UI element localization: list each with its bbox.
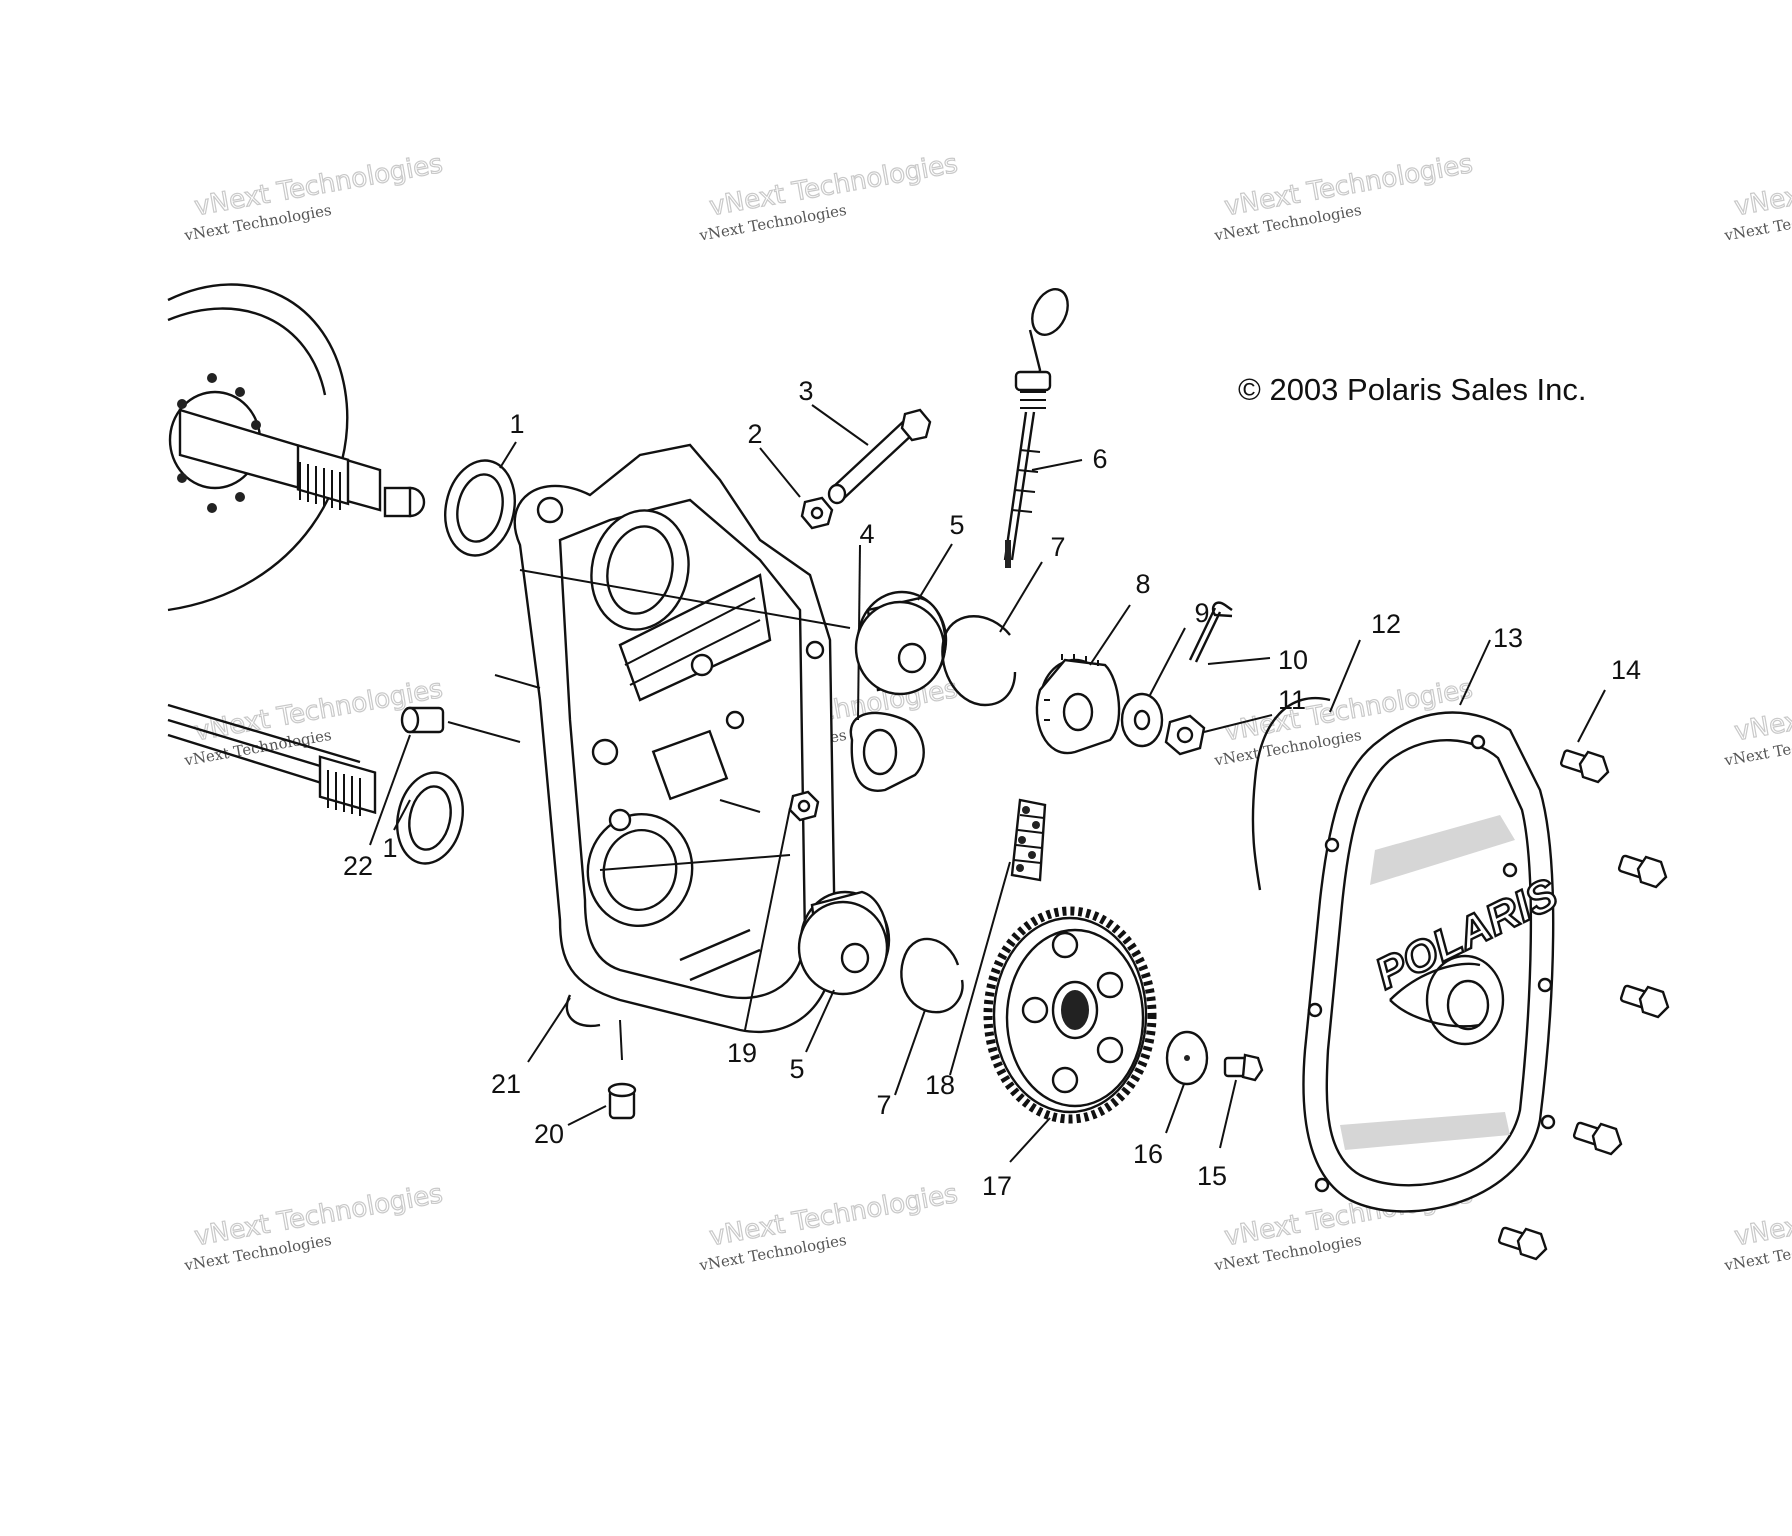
callout-5-lower: 5	[789, 1054, 804, 1084]
part-7-snap-ring-upper	[941, 561, 1043, 707]
callout-1-upper: 1	[509, 409, 524, 439]
callout-4: 4	[859, 519, 874, 549]
callout-18: 18	[925, 1070, 955, 1100]
part-20-drain-plug	[567, 1082, 637, 1126]
part-6-dipstick	[1003, 288, 1083, 568]
part-14-cover-bolts	[1497, 689, 1670, 1261]
watermark-12: vNext Technologies vNext Technologies	[1722, 1178, 1792, 1274]
watermark-1: vNext Technologies vNext Technologies	[182, 148, 445, 244]
callout-6: 6	[1092, 444, 1107, 474]
callout-7-upper: 7	[1050, 532, 1065, 562]
svg-text:vNext Technologies: vNext Technologies	[1732, 1179, 1792, 1252]
callout-20: 20	[534, 1119, 564, 1149]
part-19-nut	[744, 790, 820, 1031]
callout-19: 19	[727, 1038, 757, 1068]
callout-14: 14	[1611, 655, 1641, 685]
bolt-b	[1617, 854, 1668, 889]
part-1-seal-lower	[396, 771, 464, 865]
callout-3: 3	[798, 376, 813, 406]
callout-9: 9	[1194, 598, 1209, 628]
bolt-d	[1572, 1121, 1623, 1156]
callout-1-lower: 1	[382, 833, 397, 863]
part-15-bolt	[1219, 1053, 1264, 1149]
part-17-driven-sprocket	[983, 906, 1157, 1163]
part-4-tensioner	[849, 544, 925, 792]
bolt-e	[1497, 1226, 1548, 1261]
callout-21: 21	[491, 1069, 521, 1099]
part-18-chain	[949, 798, 1047, 1076]
callouts: 1 1 2 3 4 5 5 6 7 7 8 9 10 11 12 13 14 1…	[343, 376, 1641, 1201]
part-5-bearing-upper	[854, 590, 948, 696]
part-11-castle-nut	[1164, 714, 1273, 756]
callout-13: 13	[1493, 623, 1523, 653]
callout-8: 8	[1135, 569, 1150, 599]
part-1-seal-upper	[444, 459, 516, 557]
svg-text:vNext Technologies: vNext Technologies	[1732, 674, 1792, 747]
watermark-3: vNext Technologies vNext Technologies	[1212, 148, 1475, 244]
callout-10: 10	[1278, 645, 1308, 675]
callout-15: 15	[1197, 1161, 1227, 1191]
callout-7-lower: 7	[876, 1090, 891, 1120]
part-3-bolt	[811, 404, 932, 505]
part-7-snap-ring-lower	[894, 937, 964, 1096]
callout-12: 12	[1371, 609, 1401, 639]
part-2-nut	[759, 447, 834, 530]
part-12-gasket	[1251, 639, 1361, 891]
part-16-washer	[1165, 1030, 1209, 1134]
watermark-2: vNext Technologies vNext Technologies	[697, 148, 960, 244]
lower-shaft	[167, 703, 377, 816]
callout-17: 17	[982, 1171, 1012, 1201]
watermark-8: vNext Technologies vNext Technologies	[1722, 673, 1792, 769]
callout-22: 22	[343, 851, 373, 881]
svg-text:vNext Technologies: vNext Technologies	[1732, 149, 1792, 222]
part-9-washer	[1120, 627, 1186, 748]
callout-11: 11	[1278, 685, 1306, 715]
bolt-a	[1559, 749, 1610, 784]
part-22-dowel-pin	[400, 706, 521, 743]
brake-disc-and-driveshaft	[167, 283, 426, 612]
copyright-text: © 2003 Polaris Sales Inc.	[1238, 372, 1587, 407]
part-21-chaincase-housing	[513, 443, 837, 1061]
part-5-bearing-lower	[797, 890, 891, 996]
watermark-10: vNext Technologies vNext Technologies	[697, 1178, 960, 1274]
watermark-9: vNext Technologies vNext Technologies	[182, 1178, 445, 1274]
callout-2: 2	[747, 419, 762, 449]
bolt-c	[1619, 984, 1670, 1019]
part-8-drive-sprocket	[1035, 604, 1131, 755]
axis-lines	[494, 569, 851, 871]
part-10-cotter-pin	[1188, 601, 1271, 665]
part-13-chaincase-cover: POLARIS	[1302, 639, 1566, 1213]
callout-16: 16	[1133, 1139, 1163, 1169]
watermark-4: vNext Technologies vNext Technologies	[1722, 148, 1792, 244]
callout-5-upper: 5	[949, 510, 964, 540]
